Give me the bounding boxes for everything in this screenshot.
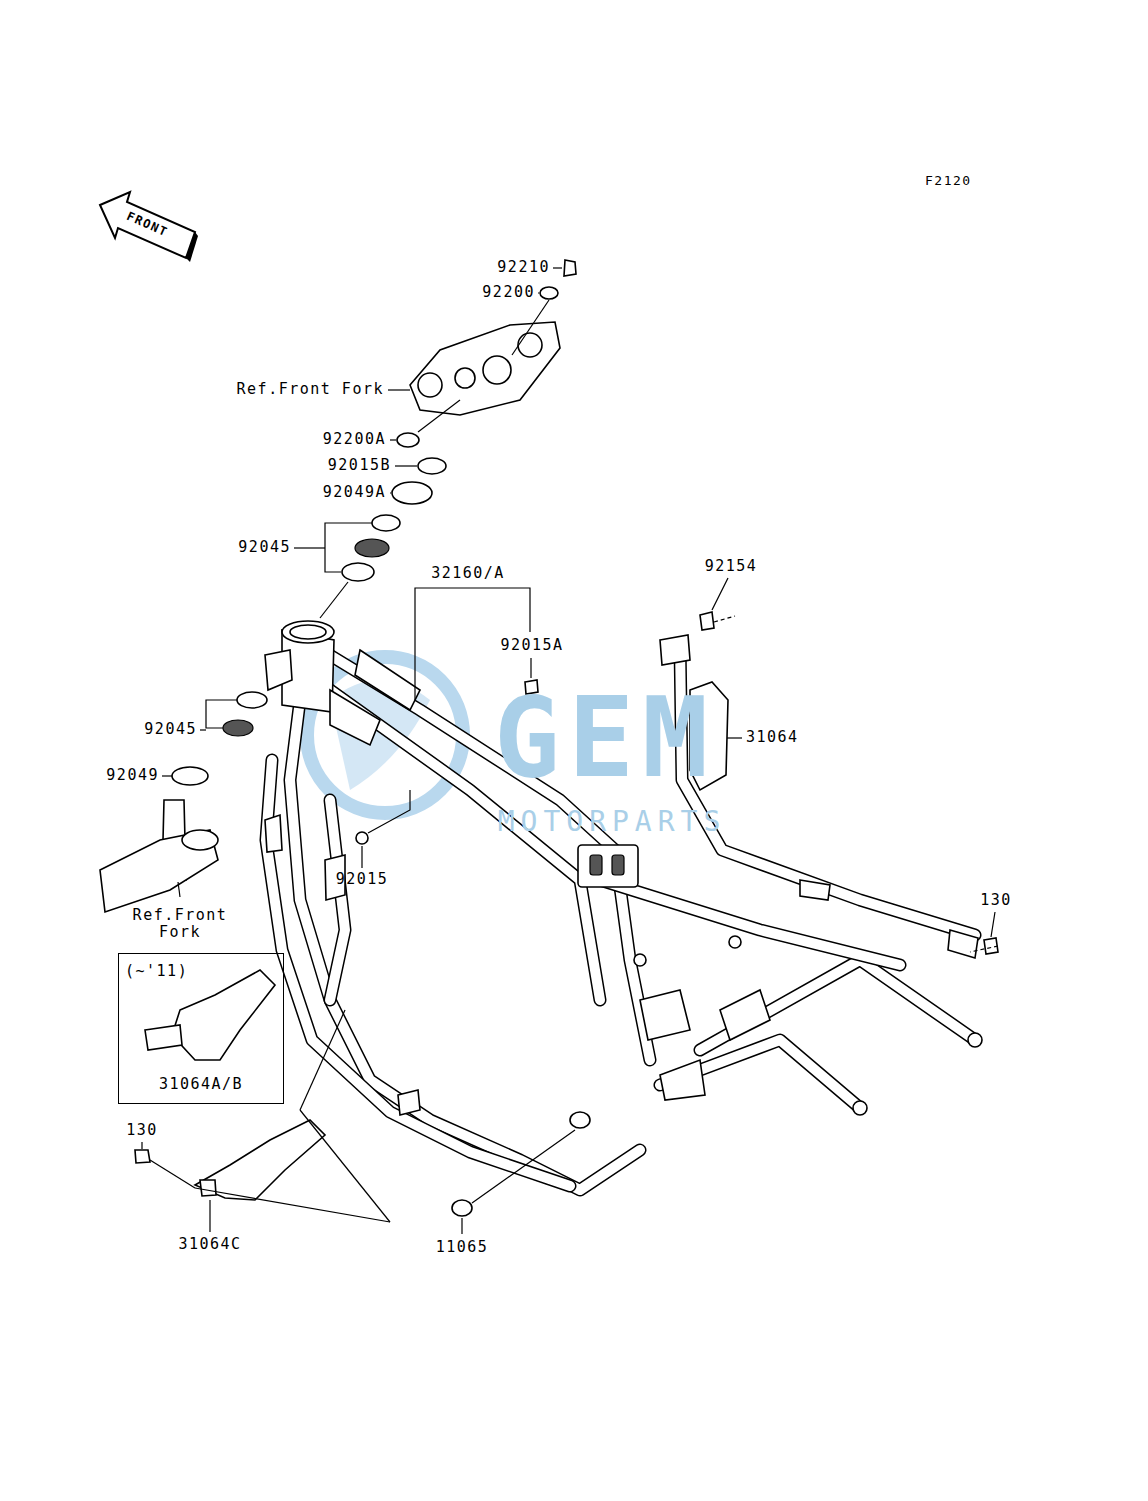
callout-number: 92049	[106, 767, 159, 784]
callout-number: 130	[980, 892, 1012, 909]
ring	[452, 1200, 472, 1216]
leader-line	[970, 946, 998, 952]
callout-number: 92015	[336, 871, 389, 888]
callout-number: 31064	[746, 729, 799, 746]
range-note: (~'11)	[125, 962, 188, 980]
callout-number: 31064A/B	[159, 1075, 243, 1093]
reference-note: Ref.Front Fork	[237, 381, 384, 398]
callout-number: 92015B	[328, 457, 391, 474]
frame-tubes	[266, 640, 975, 1190]
lower-fork	[100, 692, 267, 912]
callout-number: 92210	[497, 259, 550, 276]
front-arrow	[100, 192, 195, 258]
watermark: GEM	[494, 675, 717, 802]
callout-number: 92049A	[323, 484, 386, 501]
leader-line	[142, 268, 995, 1234]
callout-number: 92045	[144, 721, 197, 738]
front-arrow	[186, 232, 198, 262]
callout-number: 92015A	[500, 637, 563, 654]
callout-number: 32160/A	[431, 565, 505, 582]
steering-parts	[342, 260, 576, 581]
inset-bracket	[145, 970, 275, 1060]
callout-number: 92045	[238, 539, 291, 556]
mount-bracket	[135, 1010, 390, 1222]
callout-number: 31064C	[178, 1236, 241, 1253]
figure-code: F2120	[925, 174, 972, 189]
callout-number: 11065	[436, 1239, 489, 1256]
callout-number: 92154	[705, 558, 758, 575]
watermark: MOTORPARTS	[498, 806, 727, 838]
reference-note: Ref.Front Fork	[125, 907, 235, 942]
callout-number: 92200	[482, 284, 535, 301]
callout-number: 92200A	[323, 431, 386, 448]
inset-box: (~'11) 31064A/B	[118, 953, 284, 1104]
frame-details	[265, 815, 982, 1128]
callout-number: 130	[126, 1122, 158, 1139]
steering-head	[265, 621, 420, 745]
nut	[356, 832, 368, 844]
